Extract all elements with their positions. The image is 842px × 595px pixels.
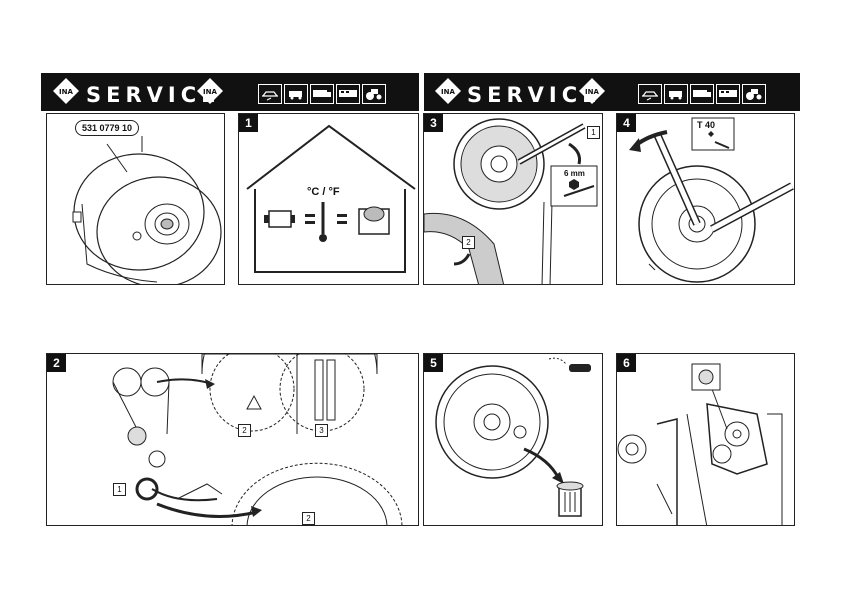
callout-2: 2 — [462, 236, 475, 249]
torx-tool-label: T 40 — [697, 120, 716, 130]
callout-2: 2 — [238, 424, 251, 437]
step-2-panel: 2 1 2 2 3 — [46, 353, 419, 526]
step-4-panel: 4 T 40 — [616, 113, 795, 285]
part-number-label: 531 0779 10 — [75, 120, 140, 136]
step-number: 5 — [424, 354, 443, 372]
step-3-panel: 3 1 2 6 mm — [423, 113, 603, 285]
tractor-icon — [362, 84, 386, 104]
pulley-torx-wrench-illustration — [629, 117, 794, 283]
bus-icon — [336, 84, 360, 104]
ina-logo-icon: INA — [435, 78, 461, 104]
ina-logo-icon: INA — [197, 78, 223, 104]
step-1-panel: 1 °C / °F — [238, 113, 419, 285]
step-number: 1 — [239, 114, 258, 132]
step-number: 4 — [617, 114, 636, 132]
car-icon — [258, 84, 282, 104]
temperature-label: °C / °F — [307, 186, 340, 198]
car-icon — [638, 84, 662, 104]
house-illustration — [246, 124, 416, 273]
step-6-panel: 6 — [616, 353, 795, 526]
pulley-hex-wrench-illustration — [424, 118, 598, 284]
disposal-illustration — [435, 357, 591, 517]
step-number: 2 — [47, 354, 66, 372]
callout-1: 1 — [113, 483, 126, 496]
step-5-panel: 5 — [423, 353, 603, 526]
header-banner-right — [424, 73, 800, 111]
truck-icon — [690, 84, 714, 104]
svg-text:INA: INA — [441, 88, 455, 96]
pulley-illustration — [72, 136, 222, 284]
step-number: 3 — [424, 114, 443, 132]
belt-drive-illustration — [112, 354, 403, 525]
svg-text:INA: INA — [585, 88, 599, 96]
svg-text:INA: INA — [203, 88, 217, 96]
truck-icon — [310, 84, 334, 104]
service-title-right: SERVICE — [467, 83, 602, 107]
tractor-icon — [742, 84, 766, 104]
callout-2-lower: 2 — [302, 512, 315, 525]
callout-3: 3 — [315, 424, 328, 437]
van-icon — [664, 84, 688, 104]
step-number: 6 — [617, 354, 636, 372]
bus-icon — [716, 84, 740, 104]
ina-logo-icon: INA — [579, 78, 605, 104]
service-title-left: SERVICE — [86, 83, 221, 107]
product-panel: 531 0779 10 — [46, 113, 225, 285]
tool-size-label: 6 mm — [564, 169, 585, 178]
svg-text:INA: INA — [59, 88, 73, 96]
callout-1: 1 — [587, 126, 600, 139]
installation-illustration — [617, 363, 783, 525]
van-icon — [284, 84, 308, 104]
ina-logo-icon: INA — [53, 78, 79, 104]
